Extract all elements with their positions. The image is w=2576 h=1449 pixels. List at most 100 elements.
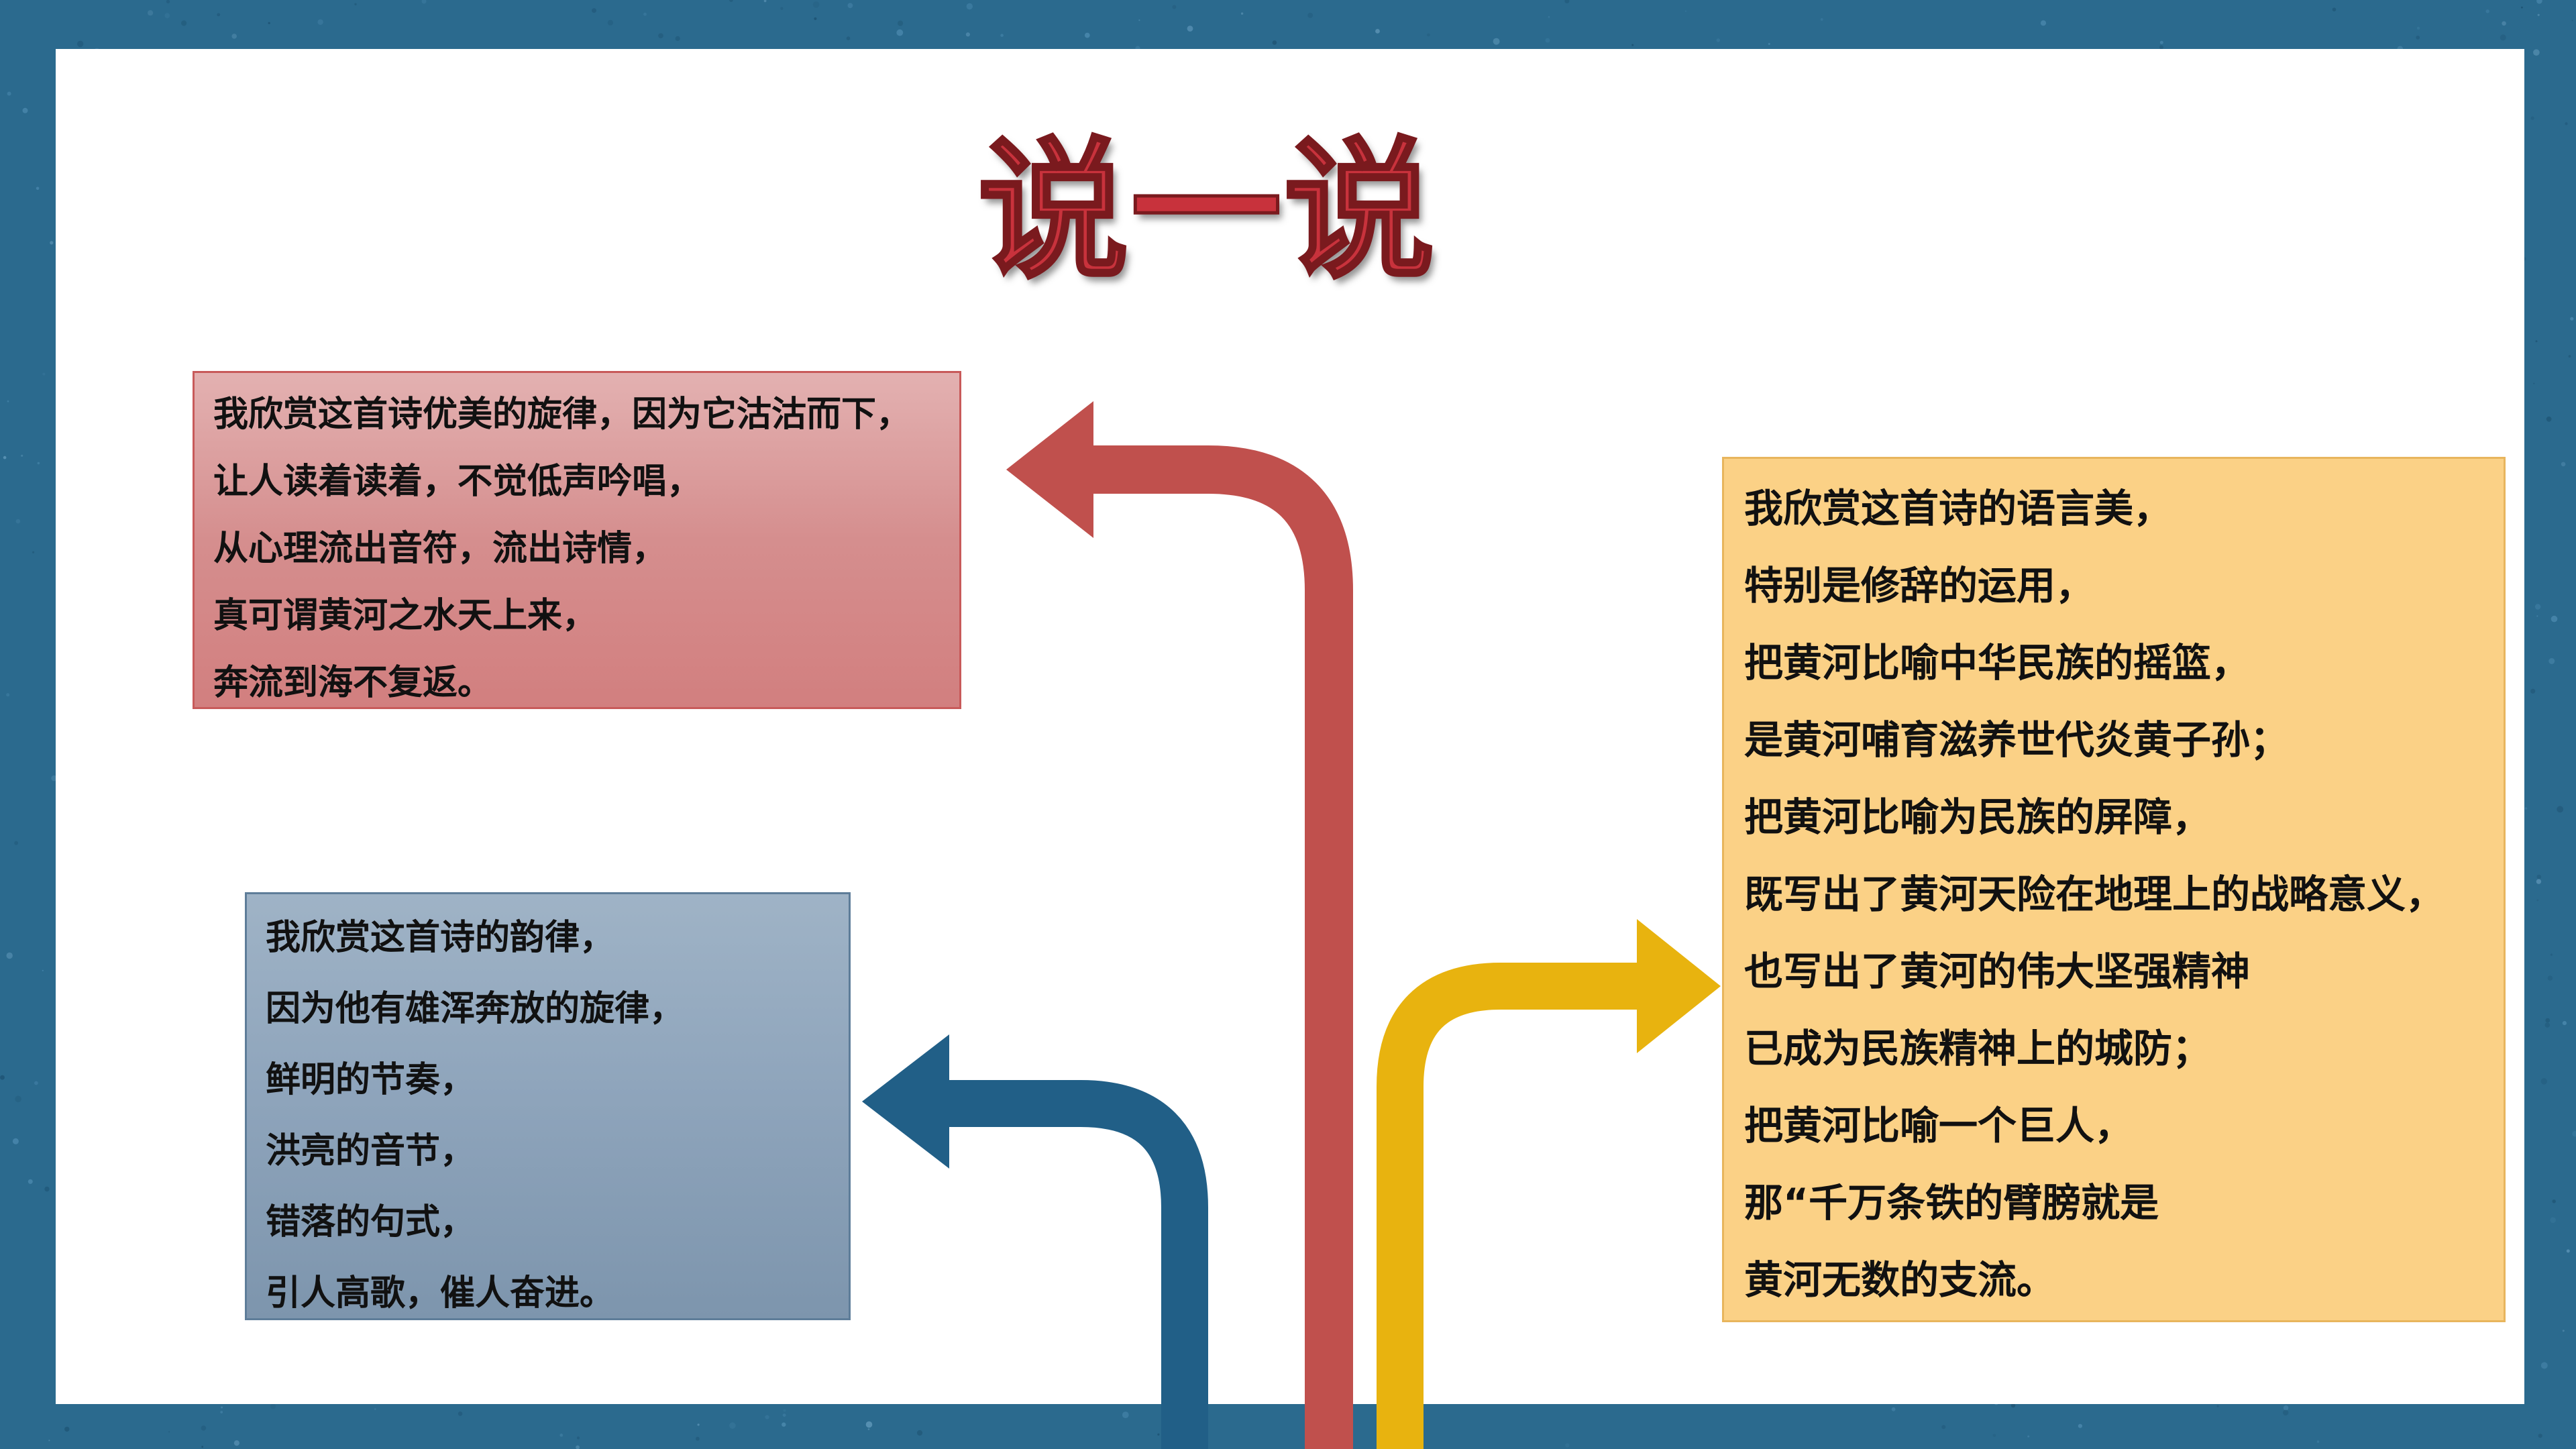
yellow-box-line: 把黄河比喻一个巨人，	[1744, 1103, 2134, 1148]
yellow-box-line: 把黄河比喻中华民族的摇篮，	[1744, 640, 2251, 686]
blue-box-line: 因为他有雄浑奔放的旋律，	[266, 989, 685, 1029]
page-title: 说一说	[977, 122, 1437, 300]
texture-speck	[607, 19, 614, 25]
texture-speck	[2547, 975, 2553, 981]
texture-speck	[1548, 15, 1550, 18]
texture-speck	[2550, 1217, 2556, 1224]
texture-speck	[2535, 340, 2538, 343]
texture-speck	[2551, 615, 2558, 623]
texture-speck	[1768, 43, 1770, 45]
texture-speck	[1631, 44, 1634, 46]
texture-speck	[1138, 19, 1140, 21]
blue-box-line: 错落的句式，	[266, 1202, 476, 1242]
texture-speck	[2540, 1078, 2547, 1085]
texture-speck	[2572, 1130, 2576, 1137]
texture-speck	[201, 1446, 204, 1448]
texture-speck	[782, 1413, 786, 1417]
texture-speck	[896, 29, 904, 36]
yellow-box-line: 已成为民族精神上的城防；	[1744, 1026, 2212, 1071]
texture-speck	[898, 20, 904, 26]
texture-speck	[2570, 317, 2574, 321]
texture-speck	[354, 3, 357, 5]
texture-speck	[231, 34, 237, 39]
texture-speck	[2540, 1362, 2548, 1369]
texture-speck	[2550, 953, 2553, 956]
texture-speck	[2536, 0, 2542, 4]
texture-speck	[317, 19, 323, 25]
texture-speck	[846, 36, 851, 40]
texture-speck	[64, 1426, 70, 1432]
texture-speck	[36, 186, 40, 191]
blue-box-line: 我欣赏这首诗的韵律，	[266, 918, 615, 958]
texture-speck	[1545, 38, 1550, 43]
texture-speck	[1375, 29, 1380, 34]
texture-speck	[201, 1426, 207, 1431]
texture-speck	[14, 841, 18, 845]
texture-speck	[50, 241, 54, 245]
texture-speck	[1157, 1433, 1160, 1436]
texture-speck	[1565, 1443, 1570, 1448]
texture-speck	[847, 3, 853, 9]
texture-speck	[1493, 38, 1500, 45]
texture-speck	[2316, 1440, 2320, 1443]
texture-speck	[867, 1428, 870, 1430]
red-box-line: 让人读着读着，不觉低声吟唱，	[213, 462, 702, 502]
texture-speck	[2536, 879, 2542, 884]
texture-speck	[1272, 40, 1277, 45]
texture-speck	[2533, 49, 2540, 56]
texture-speck	[2485, 9, 2489, 13]
texture-speck	[782, 1422, 786, 1427]
texture-speck	[2562, 1021, 2567, 1026]
red-box-line: 从心理流出音符，流出诗情，	[213, 529, 667, 569]
texture-speck	[1000, 34, 1004, 37]
texture-speck	[643, 12, 647, 16]
texture-speck	[0, 1075, 5, 1080]
texture-speck	[2283, 1409, 2289, 1415]
texture-speck	[1891, 1407, 1896, 1411]
texture-speck	[374, 1408, 376, 1410]
texture-speck	[729, 1422, 736, 1429]
texture-speck	[1684, 10, 1687, 12]
texture-speck	[268, 21, 270, 25]
texture-speck	[2521, 6, 2523, 9]
texture-speck	[1307, 13, 1313, 18]
texture-speck	[1346, 1407, 1349, 1411]
texture-speck	[2536, 874, 2542, 879]
blue-box-line: 鲜明的节奏，	[266, 1060, 476, 1100]
red-box-line: 真可谓黄河之水天上来，	[213, 596, 598, 636]
texture-speck	[814, 17, 817, 20]
texture-speck	[1564, 0, 1570, 3]
texture-speck	[2536, 615, 2538, 617]
texture-speck	[2561, 462, 2566, 467]
texture-speck	[42, 372, 46, 376]
texture-speck	[1394, 1442, 1399, 1448]
texture-speck	[1240, 12, 1244, 15]
texture-speck	[2027, 1435, 2030, 1438]
texture-speck	[2566, 1249, 2570, 1253]
texture-speck	[2416, 26, 2420, 30]
texture-speck	[2416, 36, 2420, 40]
texture-speck	[783, 1409, 786, 1412]
texture-speck	[1427, 33, 1430, 37]
yellow-box-line: 黄河无数的支流。	[1744, 1257, 2056, 1303]
texture-speck	[7, 91, 11, 96]
texture-speck	[675, 36, 680, 42]
yellow-box-line: 是黄河哺育滋养世代炎黄子孙；	[1744, 717, 2290, 763]
texture-speck	[1992, 1434, 1996, 1438]
blue-box-line: 洪亮的音节，	[266, 1131, 476, 1171]
texture-speck	[168, 1431, 170, 1433]
texture-speck	[765, 1415, 769, 1419]
texture-speck	[164, 13, 170, 19]
texture-speck	[28, 1179, 33, 1184]
texture-speck	[6, 952, 13, 959]
texture-speck	[2010, 1403, 2016, 1408]
texture-speck	[2536, 899, 2539, 902]
texture-speck	[270, 1403, 276, 1409]
texture-speck	[1309, 1444, 1313, 1448]
texture-speck	[559, 1434, 564, 1437]
red-box-line: 奔流到海不复返。	[213, 663, 493, 703]
texture-speck	[2283, 1405, 2289, 1411]
texture-speck	[2332, 7, 2337, 11]
texture-speck	[1122, 1411, 1129, 1419]
